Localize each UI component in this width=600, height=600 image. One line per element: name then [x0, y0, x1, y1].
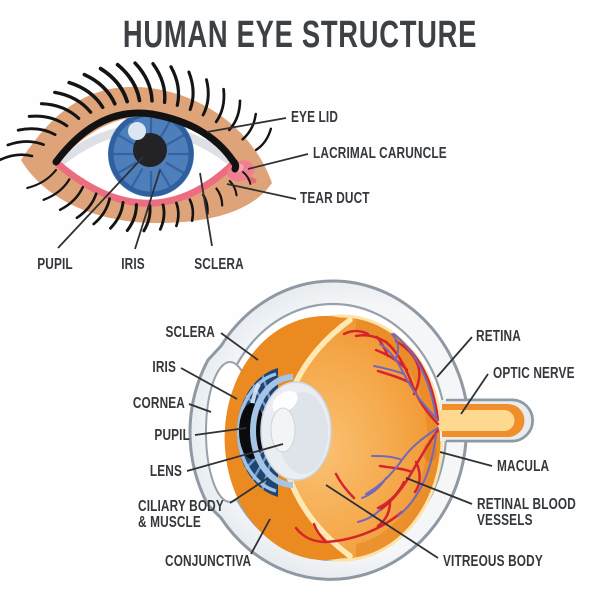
leader-tear-duct	[226, 183, 297, 200]
label-ciliary-body-line1: CILIARY BODY	[138, 496, 224, 514]
label-tear-duct: TEAR DUCT	[300, 188, 370, 206]
leader-iris-cross	[180, 367, 238, 400]
label-lens: LENS	[150, 461, 182, 479]
page-title: HUMAN EYE STRUCTURE	[123, 14, 477, 56]
label-macula: MACULA	[497, 456, 549, 474]
label-iris-cross: IRIS	[152, 357, 176, 375]
label-conjunctiva: CONJUNCTIVA	[165, 551, 251, 569]
label-ciliary-body-line2: & MUSCLE	[138, 512, 201, 530]
leader-lens	[186, 443, 284, 472]
leader-optic-nerve	[460, 373, 489, 415]
cross-section-illustration	[188, 279, 534, 581]
leader-cornea	[188, 403, 212, 413]
label-sclera-cross: SCLERA	[165, 322, 215, 340]
leader-lacrimal-caruncle	[247, 153, 309, 170]
label-iris-top: IRIS	[121, 254, 145, 272]
pupil-aperture-graphic	[270, 407, 296, 453]
labels: EYE LID LACRIMAL CARUNCLE TEAR DUCT PUPI…	[37, 107, 576, 569]
leader-vitreous-body	[325, 484, 439, 559]
leader-iris-top	[134, 169, 161, 250]
leader-pupil-top	[57, 156, 144, 249]
label-eye-lid: EYE LID	[291, 107, 338, 125]
leader-retinal-blood-vessels	[405, 477, 473, 505]
label-retina: RETINA	[476, 326, 521, 344]
leader-pupil-cross	[194, 427, 247, 436]
leader-sclera-top	[199, 172, 213, 247]
leader-ciliary-body	[229, 477, 269, 504]
leader-eye-lid	[206, 117, 287, 133]
label-vitreous-body: VITREOUS BODY	[443, 551, 543, 569]
label-retinal-blood-vessels-line1: RETINAL BLOOD	[477, 494, 576, 512]
label-sclera-top: SCLERA	[194, 254, 244, 272]
leader-conjunctiva	[250, 518, 271, 555]
upper-eyelid-graphic	[52, 109, 240, 173]
external-eye-illustration	[0, 61, 273, 233]
leader-macula	[439, 451, 493, 467]
lens-graphic	[260, 381, 332, 481]
label-pupil-top: PUPIL	[37, 254, 73, 272]
leader-retina	[436, 336, 473, 378]
choroid-front-crescent	[224, 316, 350, 560]
optic-nerve-graphic	[438, 398, 534, 443]
ciliary-ring-graphic	[250, 374, 293, 488]
label-lacrimal-caruncle: LACRIMAL CARUNCLE	[313, 143, 447, 161]
iris-graphic	[108, 116, 194, 197]
leader-sclera-cross	[220, 332, 259, 361]
leader-lines	[57, 117, 493, 559]
label-cornea: CORNEA	[133, 393, 185, 411]
iris-highlight	[128, 122, 146, 140]
label-pupil-cross: PUPIL	[154, 425, 190, 443]
retinal-veins-graphic	[357, 333, 439, 523]
label-retinal-blood-vessels-line2: VESSELS	[477, 510, 533, 528]
label-optic-nerve: OPTIC NERVE	[493, 363, 575, 381]
lower-lid-pink	[54, 160, 236, 207]
